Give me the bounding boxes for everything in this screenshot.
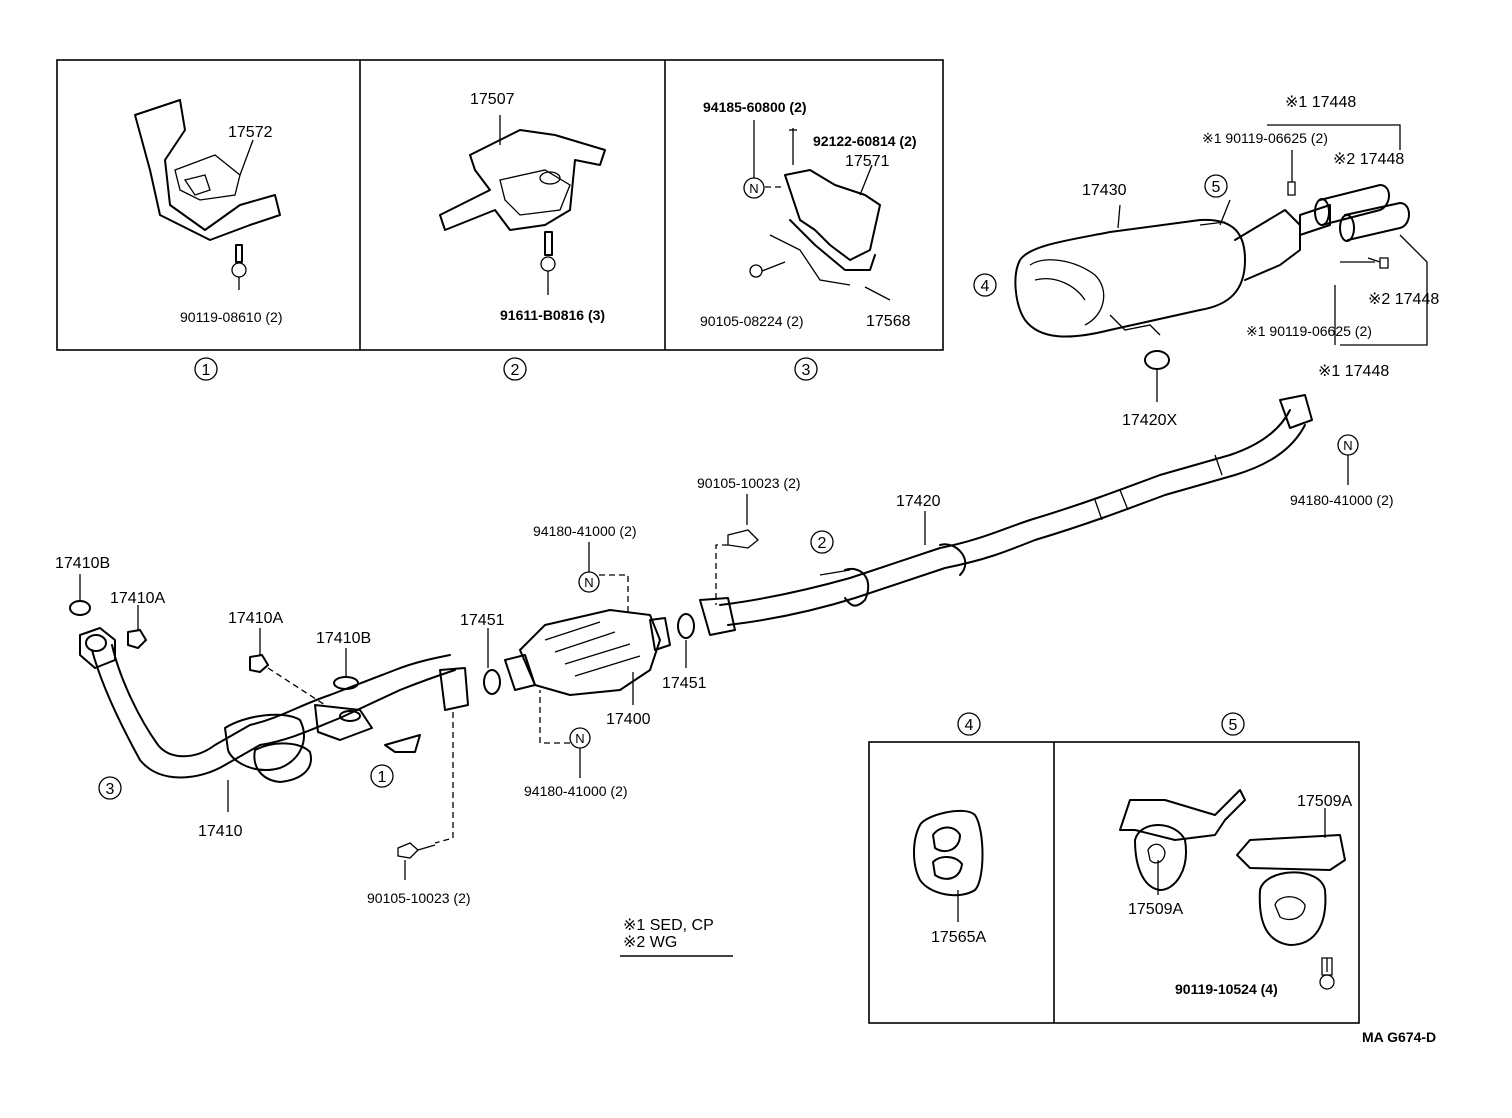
muffler-circle-4: 4	[973, 273, 997, 297]
muffler-nut-symbol: N	[1337, 434, 1359, 485]
tail-pipe-label-a2: ※2 17448	[1333, 151, 1404, 168]
hanger-a-label: 17509A	[1128, 901, 1183, 918]
inset-2-bolt-label: 91611-B0816 (3)	[500, 307, 605, 323]
tail-pipe-label-b2: ※2 17448	[1368, 291, 1439, 308]
catalytic-converter-label: 17400	[606, 711, 651, 728]
inset-3-nut-symbol: N	[743, 120, 765, 199]
hanger-bracket-b-drawing	[1236, 808, 1346, 990]
drawing-code: MA G674-D	[1362, 1029, 1436, 1045]
svg-text:2: 2	[511, 362, 520, 379]
svg-text:N: N	[575, 731, 584, 746]
svg-text:1: 1	[378, 769, 387, 786]
hanger-bracket-a-drawing	[1119, 789, 1246, 895]
inset-3-circle-number: 3	[794, 357, 818, 381]
svg-text:N: N	[584, 575, 593, 590]
muffler-gasket-label: 17420X	[1122, 412, 1177, 429]
bottom-inset-4-circle: 4	[957, 712, 981, 736]
gasket-17451-right	[677, 613, 695, 668]
muffler-nut-label: 94180-41000 (2)	[1290, 492, 1394, 508]
nut-17410a-center-label: 17410A	[228, 610, 283, 627]
svg-text:3: 3	[106, 781, 115, 798]
cat-nut-bottom-symbol: N	[539, 690, 591, 778]
bottom-inset-5-circle: 5	[1221, 712, 1245, 736]
cat-nut-top-symbol: N	[578, 542, 629, 615]
inset-2-mount-drawing	[439, 115, 606, 295]
tail-bolt-label-a1: ※1 90119-06625 (2)	[1202, 130, 1328, 146]
inset-3-stud-label: 92122-60814 (2)	[813, 133, 917, 149]
center-bolt-top-label: 90105-10023 (2)	[697, 475, 801, 491]
center-pipe-label: 17420	[896, 493, 941, 510]
hanger-b-label: 17509A	[1297, 793, 1352, 810]
tail-bolt-label-b1: ※1 90119-06625 (2)	[1246, 323, 1372, 339]
gasket-17451-left	[483, 628, 501, 695]
inset-1-circle-number: 1	[194, 357, 218, 381]
inset-1-bolt-label: 90119-08610 (2)	[180, 309, 282, 325]
svg-text:N: N	[1343, 438, 1352, 453]
center-pipe-circle-2: 2	[810, 530, 834, 554]
nut-17410a-center	[249, 628, 326, 706]
center-pipe-drawing	[699, 394, 1313, 636]
front-pipe-circle-3: 3	[98, 776, 122, 800]
inset-2-circle-number: 2	[503, 357, 527, 381]
hanger-bolt-label: 90119-10524 (4)	[1175, 981, 1278, 997]
muffler-drawing	[1014, 124, 1428, 402]
gasket-17410b-center-label: 17410B	[316, 630, 371, 647]
svg-text:5: 5	[1212, 179, 1221, 196]
inset-3-part-a-label: 17571	[845, 153, 890, 170]
svg-text:N: N	[749, 181, 758, 196]
front-pipe-drawing	[79, 627, 469, 812]
gasket-17451-left-label: 17451	[460, 612, 505, 629]
svg-text:5: 5	[1229, 717, 1238, 734]
nut-17410a-left-label: 17410A	[110, 590, 165, 607]
front-bolt-bottom-label: 90105-10023 (2)	[367, 890, 471, 906]
tail-pipe-label-b1: ※1 17448	[1318, 363, 1389, 380]
catalytic-converter-drawing	[504, 609, 671, 705]
legend-line-1: ※1 SED, CP	[623, 917, 714, 934]
inset-2-part-label: 17507	[470, 91, 515, 108]
front-pipe-circle-1: 1	[370, 764, 394, 788]
muffler-part-label: 17430	[1082, 182, 1127, 199]
center-bolt-top	[715, 494, 759, 605]
tail-pipe-label-a1: ※1 17448	[1285, 94, 1356, 111]
top-inset-frames	[56, 59, 944, 351]
rubber-hanger-drawing	[913, 809, 984, 922]
svg-text:3: 3	[802, 362, 811, 379]
gasket-17410b-center	[333, 648, 359, 690]
inset-3-part-b-label: 17568	[866, 313, 911, 330]
svg-text:4: 4	[981, 278, 990, 295]
variant-legend: ※1 SED, CP ※2 WG	[620, 917, 733, 957]
inset-3-bolt-label: 90105-08224 (2)	[700, 313, 804, 329]
cat-nut-bottom-label: 94180-41000 (2)	[524, 783, 628, 799]
inset-3-nut-label: 94185-60800 (2)	[703, 99, 807, 115]
front-pipe-label: 17410	[198, 823, 243, 840]
svg-text:1: 1	[202, 362, 211, 379]
svg-text:4: 4	[965, 717, 974, 734]
bottom-inset-frames	[868, 741, 1360, 1024]
front-bolt-bottom	[397, 712, 454, 880]
nut-17410a-left	[127, 605, 147, 649]
gasket-17451-right-label: 17451	[662, 675, 707, 692]
legend-line-2: ※2 WG	[623, 934, 677, 951]
inset-3-hanger-drawing	[749, 128, 891, 301]
inset-1-part-label: 17572	[228, 124, 273, 141]
cat-nut-top-label: 94180-41000 (2)	[533, 523, 637, 539]
rubber-hanger-label: 17565A	[931, 929, 986, 946]
inset-1-bracket-drawing	[134, 99, 281, 290]
svg-text:2: 2	[818, 535, 827, 552]
gasket-17410b-left-label: 17410B	[55, 555, 110, 572]
gasket-17410b-left	[69, 574, 91, 616]
muffler-circle-5: 5	[1204, 174, 1228, 198]
